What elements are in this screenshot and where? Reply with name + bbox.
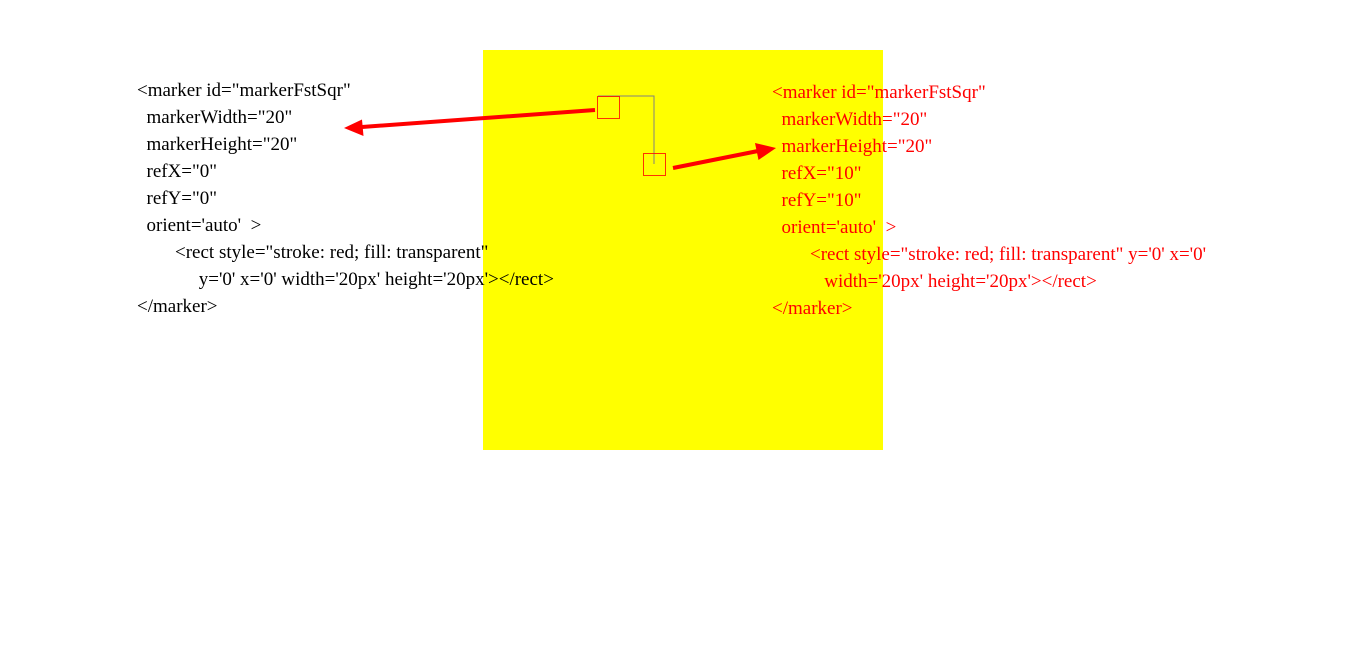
right-line-7: <rect style="stroke: red; fill: transpar… xyxy=(772,244,1207,265)
right-line-6: orient='auto' > xyxy=(772,217,897,238)
left-line-9: </marker> xyxy=(137,296,218,317)
right-line-9: </marker> xyxy=(772,298,853,319)
left-line-1: <marker id="markerFstSqr" xyxy=(137,80,351,101)
marker-square-start-icon xyxy=(597,96,620,119)
path-line xyxy=(598,95,655,164)
right-line-4: refX="10" xyxy=(772,163,862,184)
left-line-6: orient='auto' > xyxy=(137,215,262,236)
marker-square-end-icon xyxy=(643,153,666,176)
right-line-2: markerWidth="20" xyxy=(772,109,928,130)
right-line-1: <marker id="markerFstSqr" xyxy=(772,82,986,103)
left-line-5: refY="0" xyxy=(137,188,218,209)
left-line-3: markerHeight="20" xyxy=(137,134,298,155)
right-line-5: refY="10" xyxy=(772,190,862,211)
right-line-8: width='20px' height='20px'></rect> xyxy=(772,271,1097,292)
left-line-8: y='0' x='0' width='20px' height='20px'><… xyxy=(137,269,554,290)
right-line-3: markerHeight="20" xyxy=(772,136,933,157)
left-line-7: <rect style="stroke: red; fill: transpar… xyxy=(137,242,489,263)
left-line-2: markerWidth="20" xyxy=(137,107,293,128)
left-line-4: refX="0" xyxy=(137,161,218,182)
right-code-block: <marker id="markerFstSqr" markerWidth="2… xyxy=(772,79,1206,322)
left-code-block: <marker id="markerFstSqr" markerWidth="2… xyxy=(137,77,554,320)
